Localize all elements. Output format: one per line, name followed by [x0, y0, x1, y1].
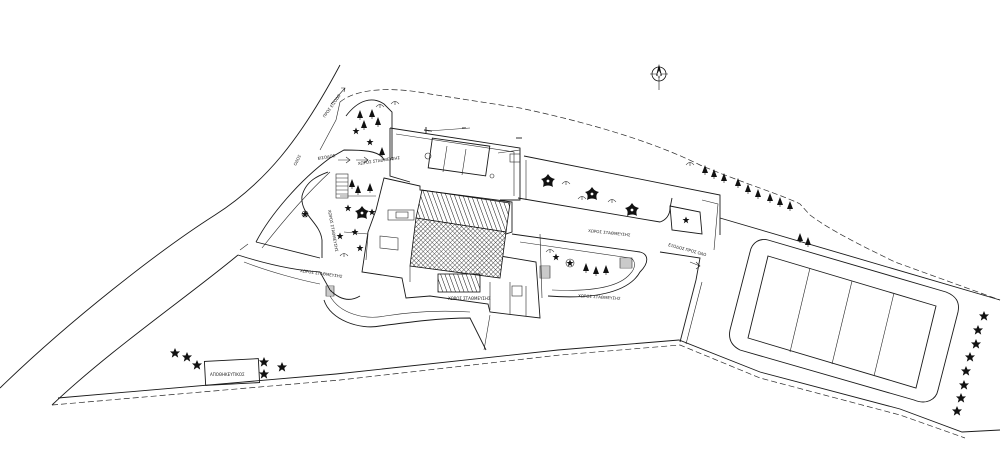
- east-parking: ΧΩΡΟΣ ΣΤΑΘΜΕΥΣΗΣ ΧΩΡΟΣ ΣΤΑΘΜΕΥΣΗΣ ΕΞΟΔΟΣ…: [511, 228, 707, 345]
- east-garden: [517, 155, 721, 251]
- tennis-court: [719, 217, 1001, 416]
- parking-left-label: ΧΩΡΟΣ ΣΤΑΘΜΕΥΣΗΣ: [327, 209, 339, 252]
- road-entry-label: ΠΡΟΣ ΕΙΣΟΔΟ: [322, 93, 342, 119]
- north-garden-trees: [345, 99, 400, 160]
- north-arrow-icon: [650, 64, 668, 90]
- west-garden: [336, 178, 376, 261]
- parking-mid-label: ΧΩΡΟΣ ΣΤΑΘΜΕΥΣΗΣ: [300, 268, 343, 279]
- main-building: ΧΩΡΟΣ ΣΤΑΘΜΕΥΣΗΣ: [361, 177, 541, 319]
- road: ΟΔΟΣ ΠΡΟΣ ΕΙΣΟΔΟ: [0, 64, 346, 406]
- south-lawn: ΧΩΡΟΣ ΣΤΑΘΜΕΥΣΗΣ ΑΠΟΘΗΚΕΥΤΙΚΟΣ: [170, 254, 491, 386]
- left-parking-zone: ΕΙΣΟΔΟΣ ΧΩΡΟΣ ΣΤΑΘΜΕΥΣΗΣ ΧΩΡΟΣ ΣΤΑΘΜΕΥΣΗ…: [239, 149, 401, 259]
- road-label: ΟΔΟΣ: [292, 153, 302, 166]
- site-boundary: [51, 89, 1001, 439]
- parking-right-label: ΧΩΡΟΣ ΣΤΑΘΜΕΥΣΗΣ: [588, 228, 631, 237]
- entry-left-label: ΕΙΣΟΔΟΣ: [317, 153, 336, 161]
- parking-lower-label: ΧΩΡΟΣ ΣΤΑΘΜΕΥΣΗΣ: [448, 296, 491, 301]
- north-boundary-trees: [685, 161, 812, 248]
- exit-right-label: ΕΞΟΔΟΣ ΠΡΟΣ ΟΔΟ: [668, 242, 707, 257]
- upper-courtyard: [389, 127, 522, 201]
- parking-right-low-label: ΧΩΡΟΣ ΣΤΑΘΜΕΥΣΗΣ: [578, 293, 621, 301]
- storage-shed-label: ΑΠΟΘΗΚΕΥΤΙΚΟΣ: [210, 372, 245, 377]
- parking-top-label: ΧΩΡΟΣ ΣΤΑΘΜΕΥΣΗΣ: [357, 155, 400, 166]
